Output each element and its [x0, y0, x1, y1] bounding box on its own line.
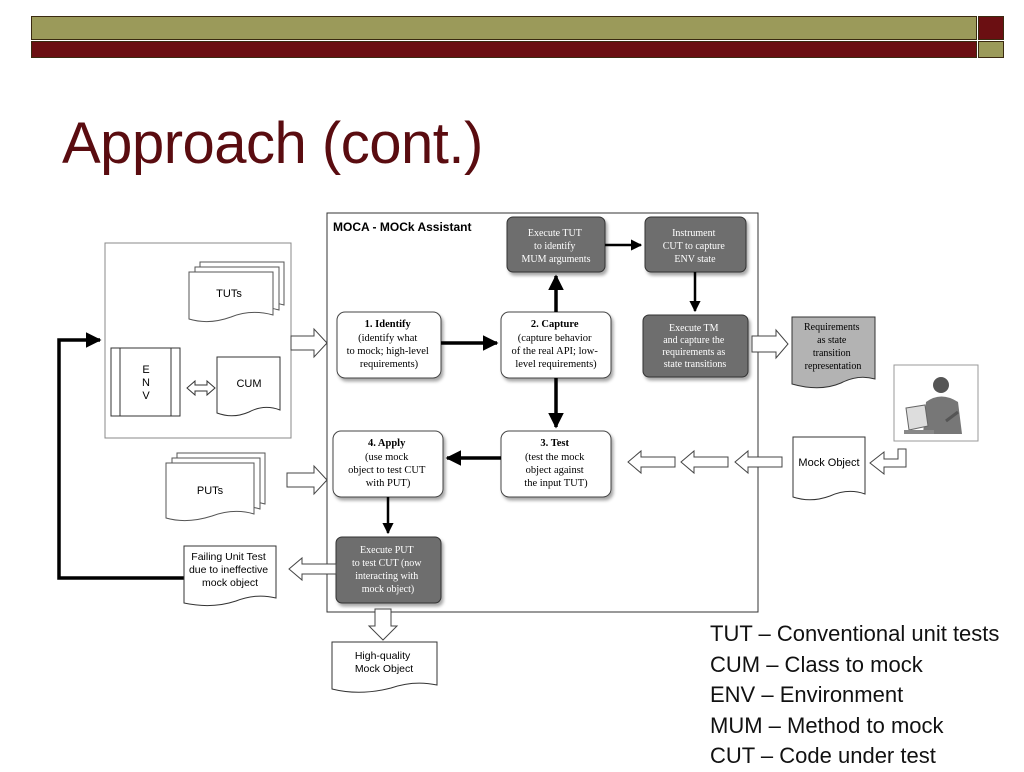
flow-arrows — [57, 239, 701, 580]
header-bar-maroon — [31, 41, 977, 58]
legend-item-cut: CUT – Code under test — [710, 743, 936, 768]
mock-to-test-arrow-2 — [680, 449, 729, 475]
moca-to-high-quality-arrow — [367, 608, 399, 641]
legend-item-cum: CUM – Class to mock — [710, 651, 923, 677]
instrument-box: Instrument CUT to capture ENV state — [644, 216, 747, 273]
put-to-failing-arrow — [288, 556, 337, 582]
execute-put-box: Execute PUT to test CUT (now interacting… — [335, 536, 442, 604]
high-quality-mock-document: High-quality Mock Object — [331, 641, 438, 693]
execute-tut-box: Execute TUT to identify MUM arguments — [506, 216, 606, 273]
mock-to-test-arrow-1 — [734, 449, 783, 475]
apply-step-box: 4. Apply (use mock object to test CUT wi… — [332, 430, 444, 498]
requirements-document: Requirements as state transition represe… — [791, 316, 876, 389]
puts-label: PUTs — [197, 485, 224, 497]
svg-text:Requirements as state: Requirements as state transition represe… — [804, 322, 862, 372]
mock-object-label: Mock Object — [798, 457, 859, 469]
env-box: E N V — [110, 347, 181, 417]
identify-step-box: 1. Identify (identify what to mock; high… — [336, 311, 442, 379]
env-letter-e: E — [142, 364, 149, 376]
svg-text:Execute PUT to test CUT: Execute PUT to test CUT (now interacting… — [352, 545, 424, 595]
puts-to-moca-arrow — [286, 464, 328, 496]
execute-tm-box: Execute TM and capture the requirements … — [642, 314, 749, 378]
tuts-document-stack: TUTs — [188, 261, 285, 323]
cum-document: CUM — [216, 356, 281, 417]
tm-to-requirements-arrow — [751, 328, 789, 360]
puts-document-stack: PUTs — [165, 452, 266, 522]
svg-text:Execute TM and capture t: Execute TM and capture the requirements … — [662, 323, 728, 370]
env-cum-double-arrow — [186, 379, 216, 397]
svg-text:High-quality Mock Object: High-quality Mock Object — [355, 650, 413, 675]
legend-item-tut: TUT – Conventional unit tests — [710, 621, 1000, 646]
tuts-label: TUTs — [216, 288, 242, 300]
failing-unit-test-document: Failing Unit Test due to ineffective moc… — [183, 545, 277, 607]
svg-text:Execute TUT to identify: Execute TUT to identify MUM arguments — [522, 228, 591, 265]
env-letter-n: N — [142, 377, 150, 389]
header-square-olive — [978, 41, 1004, 58]
test-step-box: 3. Test (test the mock object against th… — [500, 430, 612, 498]
abbreviation-legend: TUT – Conventional unit tests CUM – Clas… — [710, 619, 999, 772]
capture-step-box: 2. Capture (capture behavior of the real… — [500, 311, 612, 379]
mock-object-document: Mock Object — [792, 436, 866, 501]
svg-text:2. Capture (capture beha: 2. Capture (capture behavior of the real… — [512, 319, 601, 370]
svg-text:3. Test (test the mock: 3. Test (test the mock object against th… — [524, 438, 588, 489]
slide-title: Approach (cont.) — [62, 111, 483, 176]
svg-text:Instrument CUT to captur: Instrument CUT to capture ENV state — [663, 228, 728, 265]
env-letter-v: V — [142, 390, 150, 402]
legend-item-env: ENV – Environment — [710, 682, 904, 707]
header-bar-olive — [31, 16, 977, 40]
svg-text:1. Identify (identify wh: 1. Identify (identify what to mock; high… — [347, 319, 432, 370]
person-at-computer-illustration — [893, 364, 979, 442]
moca-title: MOCA - MOCk Assistant — [333, 220, 471, 234]
feedback-loop-arrow — [57, 332, 184, 580]
header-square-maroon — [978, 16, 1004, 40]
svg-text:Failing Unit Test due to: Failing Unit Test due to ineffective moc… — [189, 551, 271, 589]
cum-label: CUM — [236, 378, 261, 390]
svg-text:4. Apply (use mock: 4. Apply (use mock object to test CUT wi… — [348, 438, 428, 489]
mock-to-test-arrow-3 — [627, 449, 676, 475]
person-to-mock-arrow — [869, 448, 907, 476]
legend-item-mum: MUM – Method to mock — [710, 712, 944, 738]
panel-to-moca-arrow — [290, 327, 328, 359]
